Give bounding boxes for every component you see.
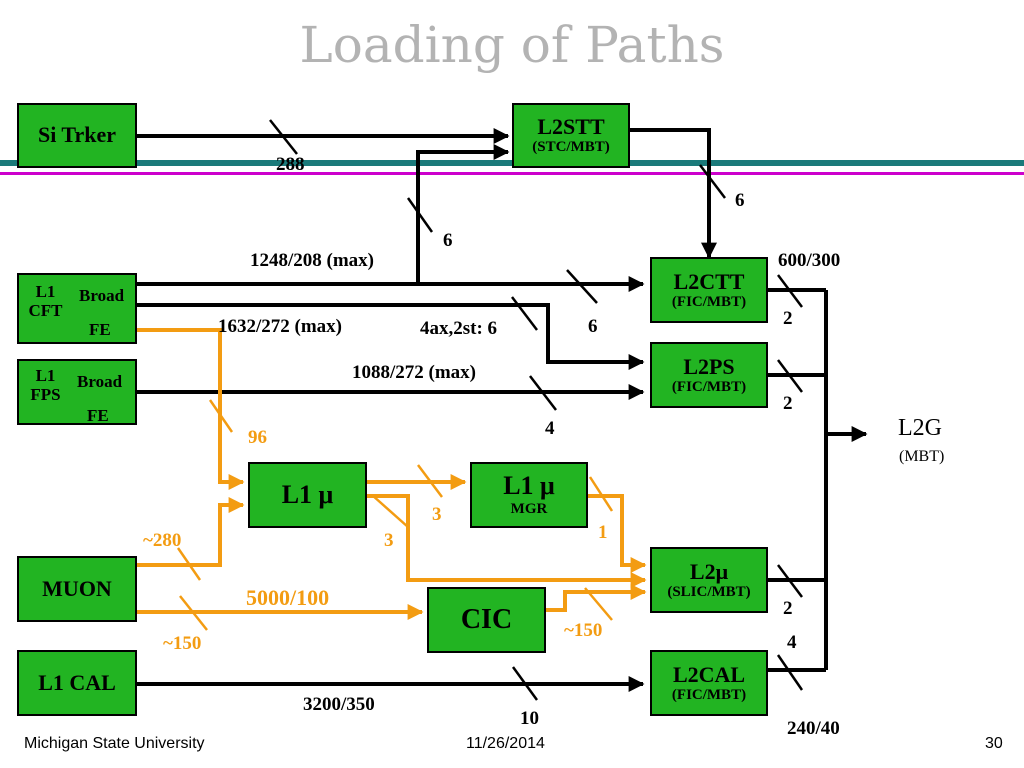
l2mu-box: L2μ (SLIC/MBT) [650,547,768,613]
label-muon-to-mu: ~280 [143,530,182,551]
l1fps-fe: FE [87,406,109,425]
muon-label: MUON [42,575,112,601]
label-muon-to-cic: ~150 [163,633,202,654]
tick-mu-l2mu [371,494,409,528]
slide-title: Loading of Paths [299,16,725,74]
l1mgr-label: L1 μ [503,471,555,501]
wire-stt-to-ctt [630,128,717,259]
tick-muon-mu [176,547,202,581]
l1mgr-sub: MGR [510,501,548,518]
label-mu-to-mgr: 3 [432,504,442,525]
l1fps-broad: Broad [77,372,123,391]
cic-label: CIC [460,603,513,635]
l1cal-box: L1 CAL [17,650,137,716]
label-mu-to-l2mu: 3 [384,530,394,551]
l2mu-sub: (SLIC/MBT) [667,583,751,600]
wire-cic-to-l2mu [546,584,647,612]
label-cal-to-g: 4 [787,632,797,653]
label-cal-out-rate: 240/40 [787,718,840,739]
label-ax-st: 4ax,2st: 6 [420,318,498,339]
tick-stt-ctt [699,164,726,199]
label-stt-to-ctt: 6 [735,190,745,211]
footer-date: 11/26/2014 [466,735,545,752]
l1fps-label: L1 FPS [30,366,61,404]
tick-mgr-l2mu [588,476,614,512]
tick-fe-mu [208,399,234,433]
label-si-bandwidth: 288 [276,154,305,175]
footer-institution: Michigan State University [24,735,205,752]
tick-l2cal-out [776,654,804,691]
l2ps-box: L2PS (FIC/MBT) [650,342,768,408]
l1cft-box: L1 CFT Broad FE [17,273,137,344]
wire-mgr-to-l2mu [588,494,647,573]
si-trker-box: Si Trker [17,103,137,168]
wire-cft-to-ps [135,303,645,370]
si-trker-label: Si Trker [37,122,117,148]
label-muon-rate: 5000/100 [246,585,330,610]
label-mgr-to-l2mu: 1 [598,522,608,543]
label-cal-rate: 3200/350 [303,694,375,715]
l1fps-box: L1 FPS Broad FE [17,359,137,425]
tick-cft-stt [406,197,434,233]
label-fps-rate: 1088/272 (max) [352,362,477,383]
footer-page-number: 30 [985,735,1003,752]
l1cal-label: L1 CAL [38,669,116,695]
l2ctt-label: L2CTT [673,268,745,294]
label-cic-out: ~150 [564,620,603,641]
tick-fps [529,375,557,411]
tick-mu-mgr [417,464,443,498]
l1mgr-box: L1 μ MGR [470,462,588,528]
l2stt-sub: (STC/MBT) [532,139,610,156]
label-ctt-out-rate: 600/300 [778,250,841,271]
label-cft-mid-rate: 1632/272 (max) [218,316,343,337]
l2stt-label: L2STT [537,114,605,140]
wire-fe-to-l1mu [135,328,245,490]
tick-ps-out [777,359,803,393]
label-l2mu-to-g: 2 [783,598,793,619]
l1cft-fe: FE [89,320,111,339]
l2cal-label: L2CAL [672,661,746,687]
l1mu-box: L1 μ [248,462,367,528]
tick-ctt-out [777,274,803,308]
l2stt-box: L2STT (STC/MBT) [512,103,630,168]
wire-l1mu-to-l2mu [367,494,647,588]
tick-l2mu-out [777,564,803,598]
label-fe-to-mu: 96 [248,427,267,448]
tick-cft-ctt [566,269,598,304]
l2g-label: L2G [898,415,942,441]
tick-muon-cic [179,595,208,631]
l2ctt-sub: (FIC/MBT) [671,293,747,310]
l2cal-box: L2CAL (FIC/MBT) [650,650,768,716]
l1cft-label: L1 CFT [28,282,63,320]
l2cal-sub: (FIC/MBT) [671,686,747,703]
l2g-sub: (MBT) [899,448,945,465]
l2ps-sub: (FIC/MBT) [671,378,747,395]
l2ctt-box: L2CTT (FIC/MBT) [650,257,768,323]
label-cft-to-ctt: 6 [588,316,598,337]
wire-muon-to-l1mu [137,497,245,567]
l1mu-label: L1 μ [281,479,334,509]
l1cft-broad: Broad [79,286,125,305]
label-ctt-to-g: 2 [783,308,793,329]
muon-box: MUON [17,556,137,622]
tick-cic-out [584,587,613,621]
tick-si [269,119,298,155]
wire-cft-to-stt [416,144,510,284]
label-cft-to-stt: 6 [443,230,453,251]
tick-cft-ps [511,296,538,331]
l2ps-label: L2PS [683,353,735,379]
label-ps-to-g: 2 [783,393,793,414]
label-fps-count: 4 [545,418,555,439]
l2mu-label: L2μ [689,558,729,584]
label-cft-top-rate: 1248/208 (max) [250,250,375,271]
label-cal-count: 10 [520,708,539,729]
tick-cal [511,666,539,701]
magenta-rule [0,172,1024,175]
cic-box: CIC [427,587,546,653]
